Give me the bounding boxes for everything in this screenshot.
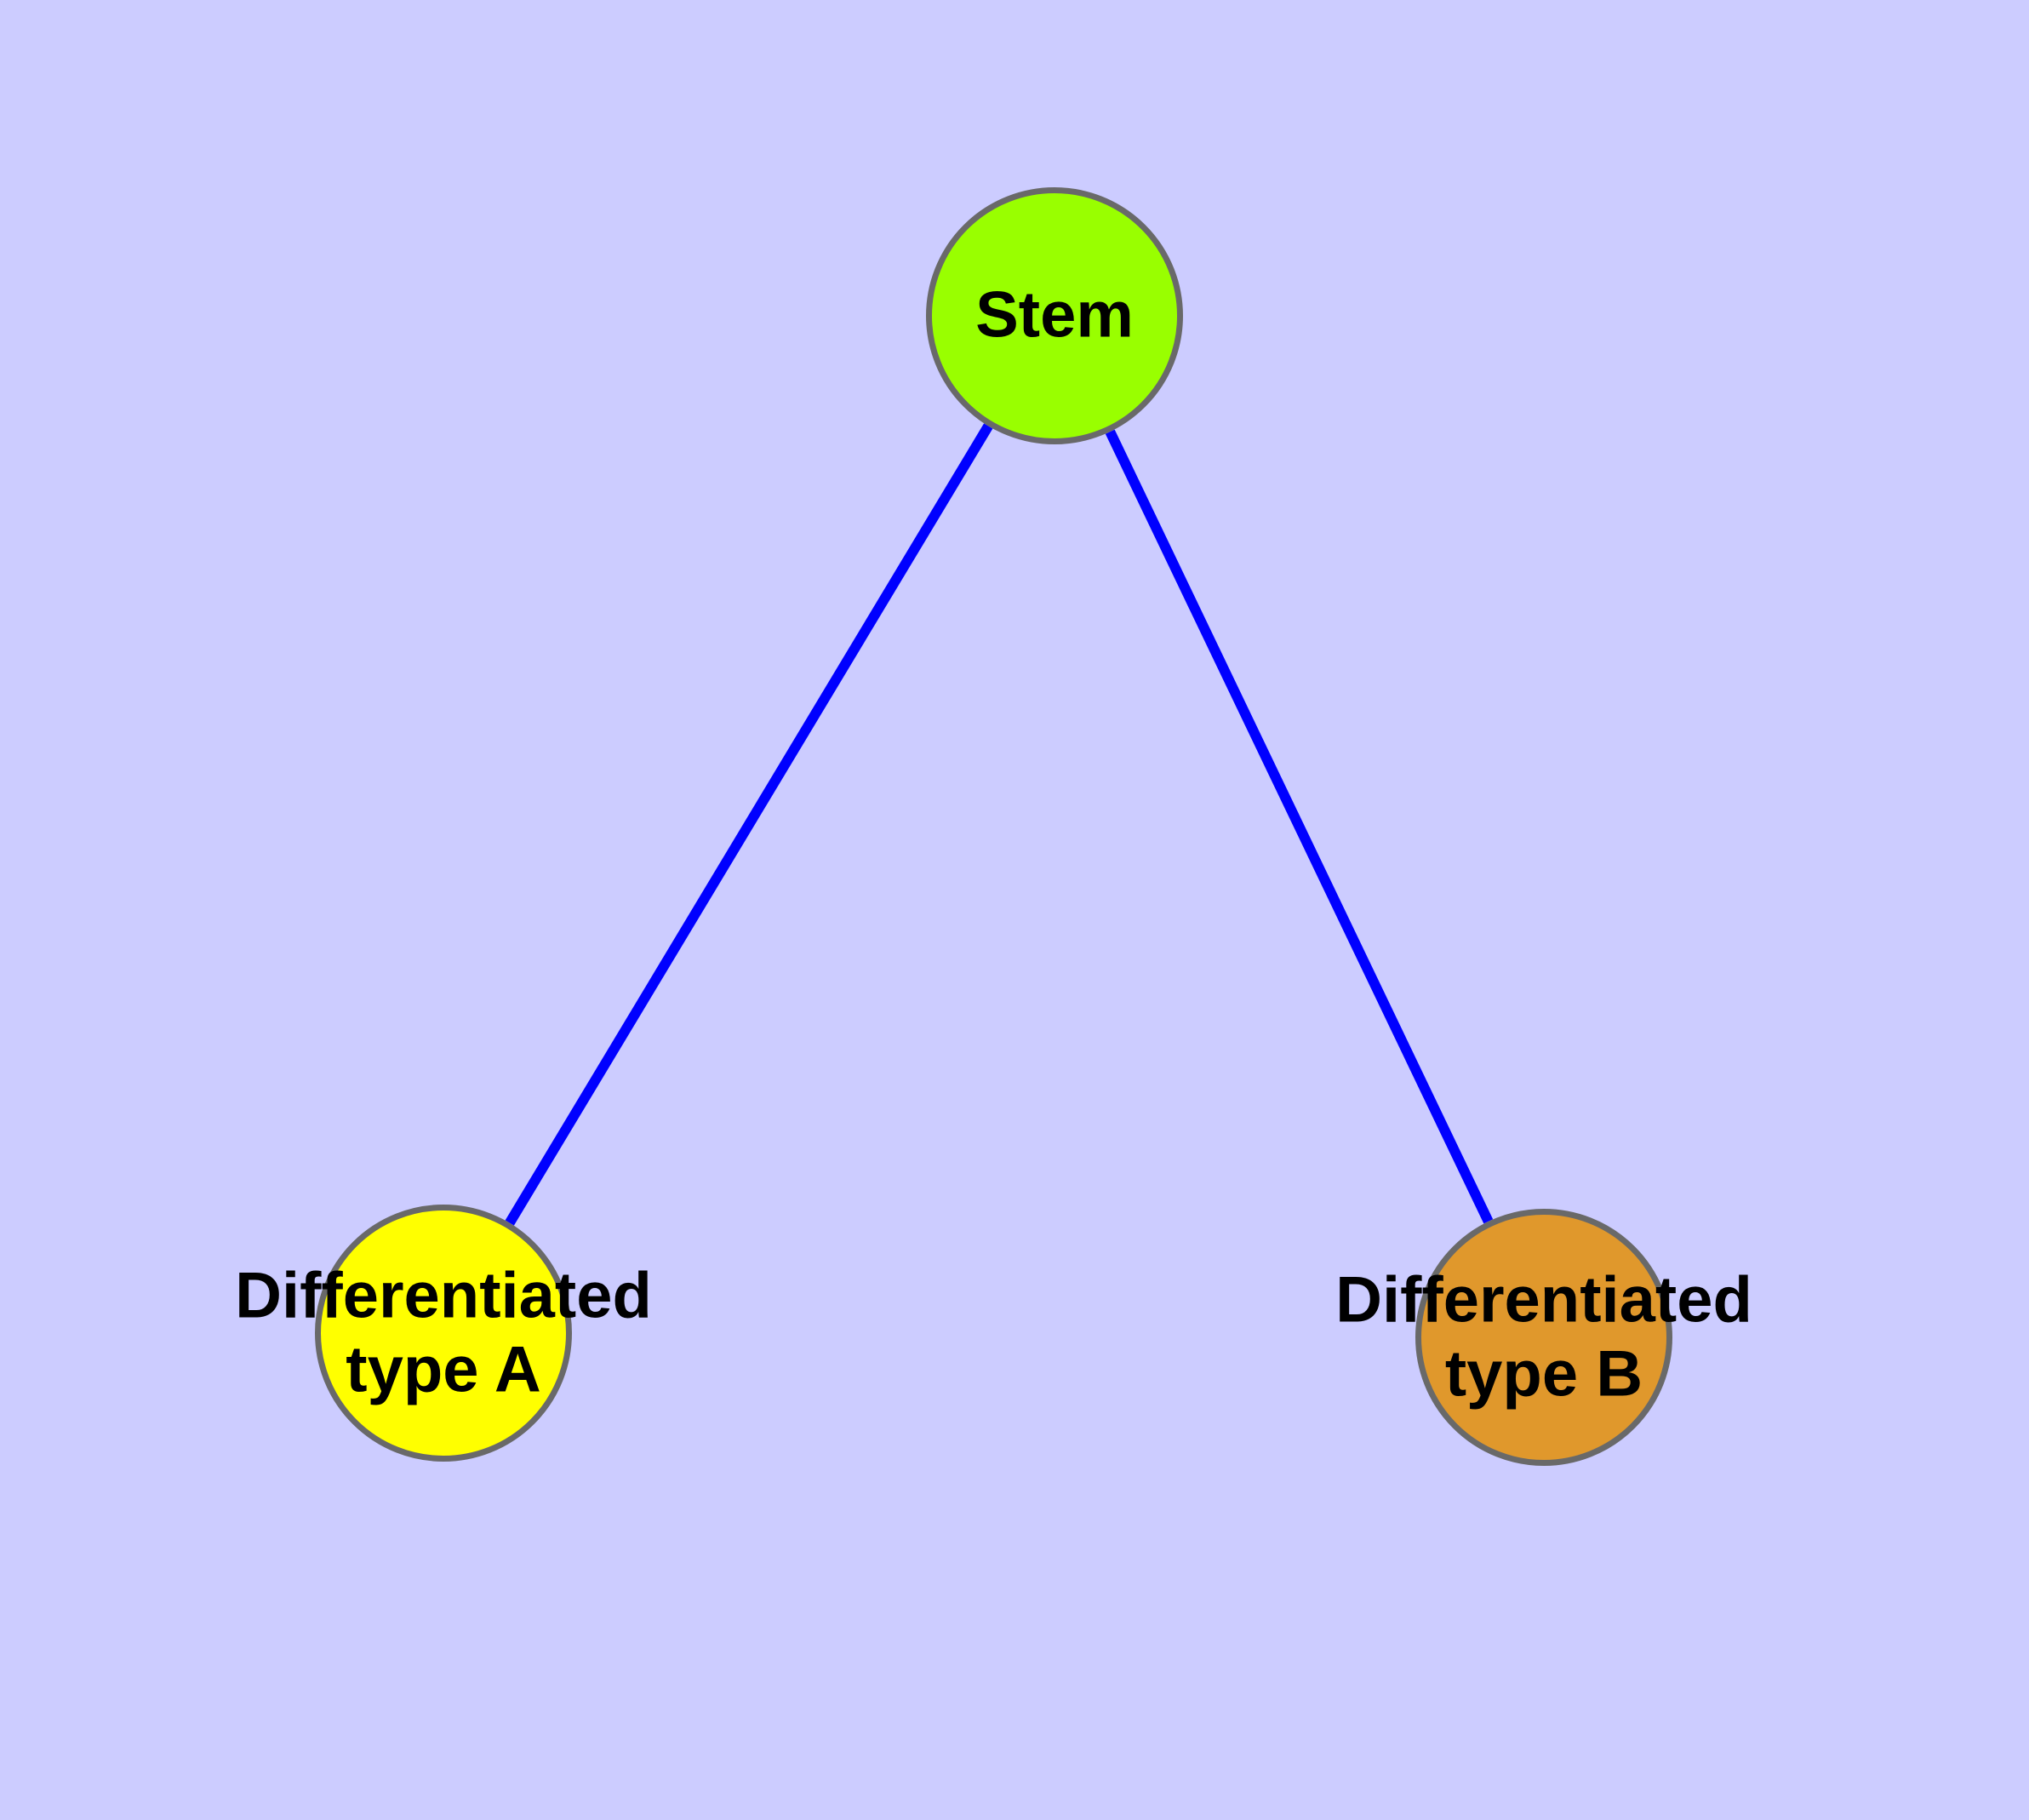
node-diff_a[interactable]	[315, 1205, 572, 1462]
node-stem[interactable]	[926, 187, 1183, 444]
edge-layer	[505, 423, 1494, 1226]
node-layer	[315, 187, 1672, 1466]
node-diff_b[interactable]	[1415, 1209, 1672, 1466]
edge-stem-diff-b[interactable]	[1105, 429, 1494, 1224]
edge-stem-diff-a[interactable]	[505, 423, 993, 1226]
